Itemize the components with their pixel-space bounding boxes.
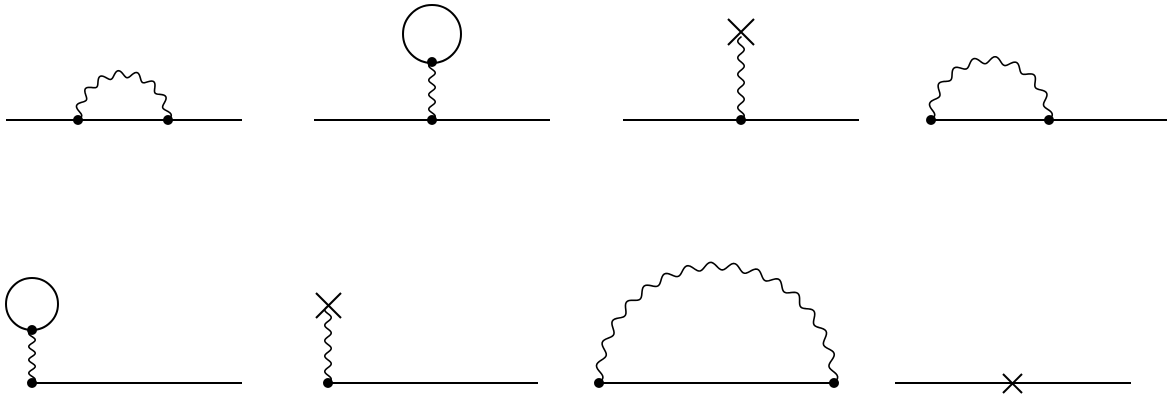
photon-propagator <box>737 36 745 121</box>
photon-propagator <box>28 329 36 384</box>
diagram-large-rainbow <box>594 261 839 388</box>
vertex-dot <box>1044 115 1054 125</box>
photon-propagator <box>428 61 436 121</box>
diagram-rainbow-1 <box>6 69 242 125</box>
photon-propagator <box>595 261 839 384</box>
vertex-dot <box>594 378 604 388</box>
cross-marker <box>315 292 342 319</box>
cross-marker <box>1002 373 1023 394</box>
diagram-tadpole-loop <box>314 4 550 125</box>
closed-fermion-loop <box>402 4 462 64</box>
photon-propagator <box>928 55 1054 121</box>
photon-propagator <box>324 305 332 384</box>
diagram-potential-insertion <box>895 373 1131 394</box>
diagram-tadpole-source-endpoint <box>315 292 538 388</box>
diagram-tadpole-loop-endpoint <box>5 277 242 388</box>
vertex-dot <box>27 325 37 335</box>
diagram-tadpole-source <box>623 18 859 125</box>
closed-fermion-loop <box>5 277 59 331</box>
vertex-dot <box>926 115 936 125</box>
vertex-dot <box>73 115 83 125</box>
vertex-dot <box>427 115 437 125</box>
photon-propagator <box>75 69 173 121</box>
vertex-dot <box>323 378 333 388</box>
vertex-dot <box>736 115 746 125</box>
diagram-rainbow-endpoint <box>926 55 1167 125</box>
vertex-dot <box>163 115 173 125</box>
cross-marker <box>727 18 755 46</box>
vertex-dot <box>27 378 37 388</box>
vertex-dot <box>829 378 839 388</box>
vertex-dot <box>427 57 437 67</box>
